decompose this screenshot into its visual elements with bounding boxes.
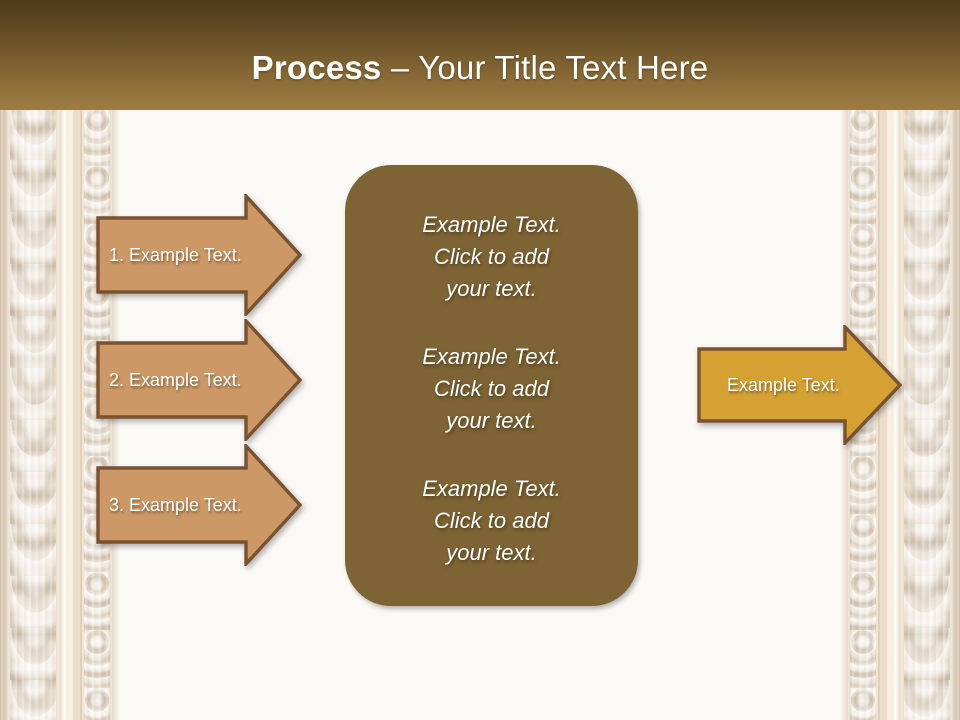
slide-header-band: Process – Your Title Text Here: [0, 0, 960, 110]
outcome-arrow[interactable]: Example Text.: [697, 325, 902, 445]
frame-acanthus-rib-icon: [10, 108, 56, 720]
process-arrow-step-2[interactable]: 2. Example Text.: [96, 319, 302, 441]
page-title-light: Your Title Text Here: [418, 49, 709, 86]
page-title-strong: Process: [251, 49, 382, 86]
arrow-right-icon: [697, 325, 902, 445]
center-text-block-2: Example Text. Click to add your text.: [422, 344, 561, 433]
process-arrow-step-3-label: 3. Example Text.: [109, 495, 242, 515]
center-text-block-1: Example Text. Click to add your text.: [422, 212, 561, 301]
arrow-right-icon: [96, 444, 302, 566]
frame-gloss-channel: [56, 108, 82, 720]
outcome-arrow-label: Example Text.: [727, 375, 840, 395]
arrow-right-icon: [96, 319, 302, 441]
process-arrow-step-1-label: 1. Example Text.: [109, 245, 242, 265]
center-text-block-3: Example Text. Click to add your text.: [422, 476, 561, 565]
center-content-box[interactable]: Example Text. Click to add your text. Ex…: [345, 165, 638, 606]
process-arrow-step-1[interactable]: 1. Example Text.: [96, 194, 302, 316]
process-arrow-step-2-label: 2. Example Text.: [109, 370, 242, 390]
arrow-right-icon: [96, 194, 302, 316]
page-title-separator: –: [381, 49, 419, 86]
process-arrow-step-3[interactable]: 3. Example Text.: [96, 444, 302, 566]
page-title: Process – Your Title Text Here: [0, 49, 960, 87]
